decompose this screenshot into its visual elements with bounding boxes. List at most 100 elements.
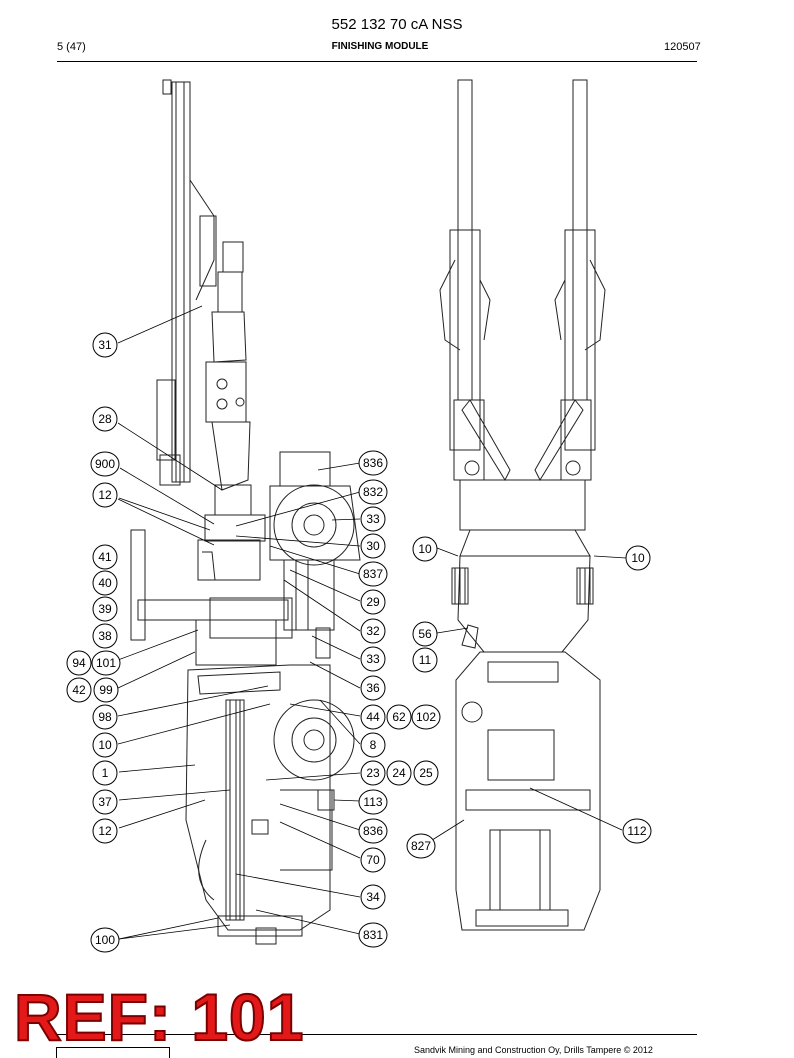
callout-32: 32 [360,618,386,644]
callout-label: 100 [95,933,115,947]
callout-label: 101 [96,656,116,670]
callout-label: 831 [363,928,383,942]
callout-29: 29 [360,589,386,615]
callout-label: 12 [98,824,112,838]
callout-836b: 836 [358,818,388,844]
callout-label: 29 [366,595,380,609]
callout-10b: 10 [412,536,438,562]
callout-label: 44 [366,710,380,724]
callout-label: 70 [366,853,380,867]
callout-102: 102 [411,704,441,730]
callout-label: 32 [366,624,380,638]
callout-label: 39 [98,602,112,616]
callout-1: 1 [92,760,118,786]
callout-label: 28 [98,412,112,426]
callout-100: 100 [90,927,120,953]
callout-98: 98 [92,704,118,730]
callout-label: 827 [411,839,431,853]
callout-8: 8 [360,732,386,758]
callout-label: 34 [366,890,380,904]
front-view-drawing [439,79,606,931]
callout-62: 62 [386,704,412,730]
callout-label: 33 [366,652,380,666]
callout-label: 99 [99,683,113,697]
callout-label: 836 [363,456,383,470]
callout-label: 10 [418,542,432,556]
callout-56: 56 [412,621,438,647]
callout-11: 11 [412,647,438,673]
callout-label: 37 [98,795,112,809]
callout-39: 39 [92,596,118,622]
callout-831: 831 [358,922,388,948]
callout-label: 1 [102,766,109,780]
callout-label: 23 [366,766,380,780]
callout-label: 832 [363,485,383,499]
callout-label: 102 [416,710,436,724]
callout-label: 31 [98,338,112,352]
callout-38: 38 [92,623,118,649]
callout-113: 113 [358,789,388,815]
callout-24: 24 [386,760,412,786]
section-title: FINISHING MODULE [331,41,429,52]
callout-34: 34 [360,884,386,910]
callout-94: 94 [66,650,92,676]
footer-copyright: Sandvik Mining and Construction Oy, Dril… [414,1045,653,1055]
callout-40: 40 [92,570,118,596]
callout-label: 42 [72,683,86,697]
callout-827: 827 [406,833,436,859]
callout-label: 11 [419,653,432,667]
callout-label: 113 [363,795,382,809]
callout-label: 25 [419,766,433,780]
callout-10c: 10 [625,545,651,571]
callout-42: 42 [66,677,92,703]
callout-label: 30 [366,539,380,553]
callout-label: 98 [98,710,112,724]
callout-label: 62 [392,710,406,724]
side-view-drawing [130,79,361,945]
callout-label: 10 [98,738,112,752]
callout-25: 25 [413,760,439,786]
callout-label: 12 [98,488,112,502]
footer-rule [57,1034,697,1035]
callout-12a: 12 [92,482,118,508]
callout-label: 900 [95,457,115,471]
callout-30: 30 [360,533,386,559]
callout-12b: 12 [92,818,118,844]
callout-37: 37 [92,789,118,815]
callout-label: 8 [370,738,377,752]
callout-label: 40 [98,576,112,590]
callout-36: 36 [360,675,386,701]
callout-112: 112 [622,818,652,844]
callout-label: 112 [627,824,646,838]
callout-label: 38 [98,629,112,643]
callout-10a: 10 [92,732,118,758]
callout-label: 10 [631,551,645,565]
callout-70: 70 [360,847,386,873]
callout-33a: 33 [360,506,386,532]
callout-bubbles: 31 28 900 12 41 40 39 38 94 101 42 99 98… [66,332,652,953]
callout-101: 101 [91,650,121,676]
callout-33b: 33 [360,646,386,672]
ref-stamp: REF: 101 [13,980,305,1054]
callout-label: 94 [72,656,86,670]
page-number: 5 (47) [57,41,86,53]
callout-label: 24 [392,766,406,780]
callout-label: 41 [98,550,112,564]
callout-23: 23 [360,760,386,786]
callout-label: 56 [418,627,432,641]
header-rule [57,61,697,62]
callout-41: 41 [92,544,118,570]
callout-99: 99 [93,677,119,703]
callout-832: 832 [358,479,388,505]
callout-label: 36 [366,681,380,695]
callout-836a: 836 [358,450,388,476]
leader-lines [117,305,627,940]
callout-31: 31 [92,332,118,358]
document-number: 120507 [664,41,701,53]
callout-label: 837 [363,567,383,581]
callout-label: 836 [363,824,383,838]
callout-900: 900 [90,451,120,477]
callout-28: 28 [92,406,118,432]
document-title: 552 132 70 cA NSS [331,16,463,33]
